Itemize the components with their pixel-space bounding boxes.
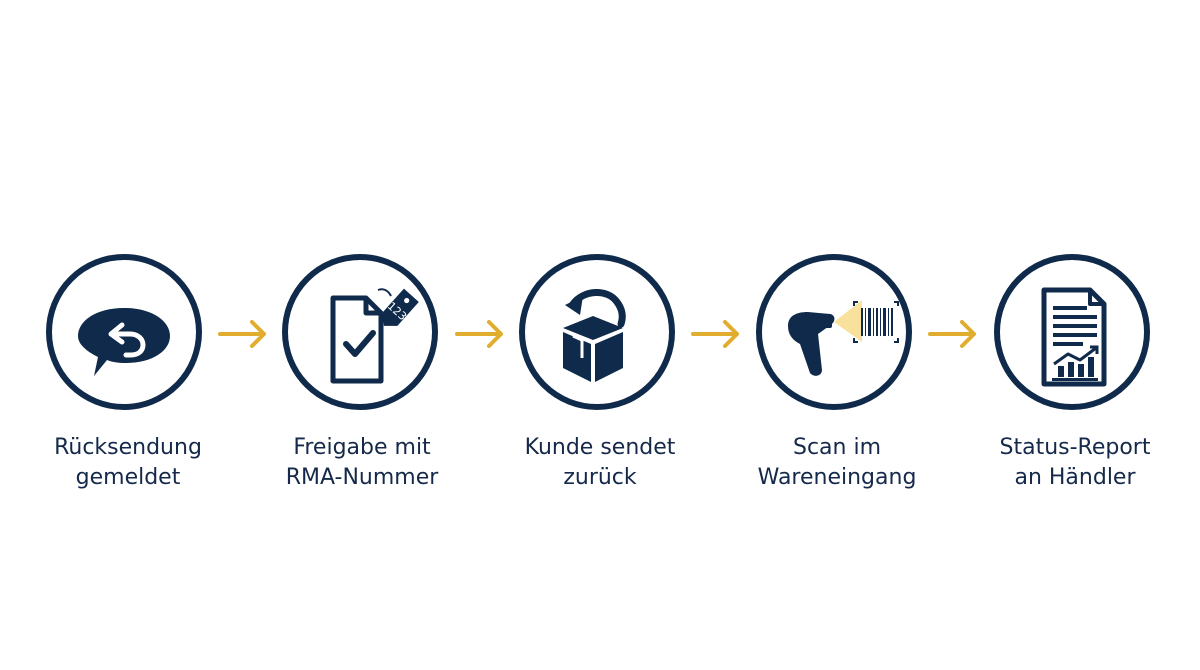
box-return-arrow-icon — [563, 289, 626, 382]
barcode-scanner-icon — [788, 300, 899, 376]
arrow-right-icon — [218, 320, 266, 348]
step-3-label-line-1: Kunde sendet — [524, 435, 676, 460]
step-2-label-line-1: Freigabe mit — [293, 435, 431, 460]
step-4-label-line-2: Wareneingang — [757, 465, 917, 490]
step-4-label: Scan im Wareneingang — [727, 433, 947, 493]
step-1-label-line-2: gemeldet — [75, 465, 181, 490]
arrow-right-icon — [691, 320, 739, 348]
speech-bubble-return-icon — [78, 308, 170, 376]
step-2-label-line-2: RMA-Nummer — [285, 465, 439, 490]
step-3-label-line-2: zurück — [563, 465, 637, 490]
step-4-label-line-1: Scan im — [792, 435, 882, 460]
step-3-label: Kunde sendet zurück — [490, 433, 710, 493]
step-3-circle — [519, 254, 675, 410]
step-5-label: Status-Report an Händler — [965, 433, 1185, 493]
step-2-label: Freigabe mit RMA-Nummer — [252, 433, 472, 493]
report-chart-icon — [1041, 287, 1107, 387]
arrow-right-icon — [455, 320, 503, 348]
step-2-circle: 123 — [282, 254, 438, 410]
step-5-label-line-2: an Händler — [1014, 465, 1136, 490]
step-1-label-line-1: Rücksendung — [54, 435, 202, 460]
step-1-circle — [46, 254, 202, 410]
step-5-label-line-1: Status-Report — [999, 435, 1151, 460]
step-1-label: Rücksendung gemeldet — [18, 433, 238, 493]
document-check-tag-icon: 123 — [330, 288, 419, 384]
step-4-circle — [756, 254, 912, 410]
step-5-circle — [994, 254, 1150, 410]
arrow-right-icon — [928, 320, 976, 348]
